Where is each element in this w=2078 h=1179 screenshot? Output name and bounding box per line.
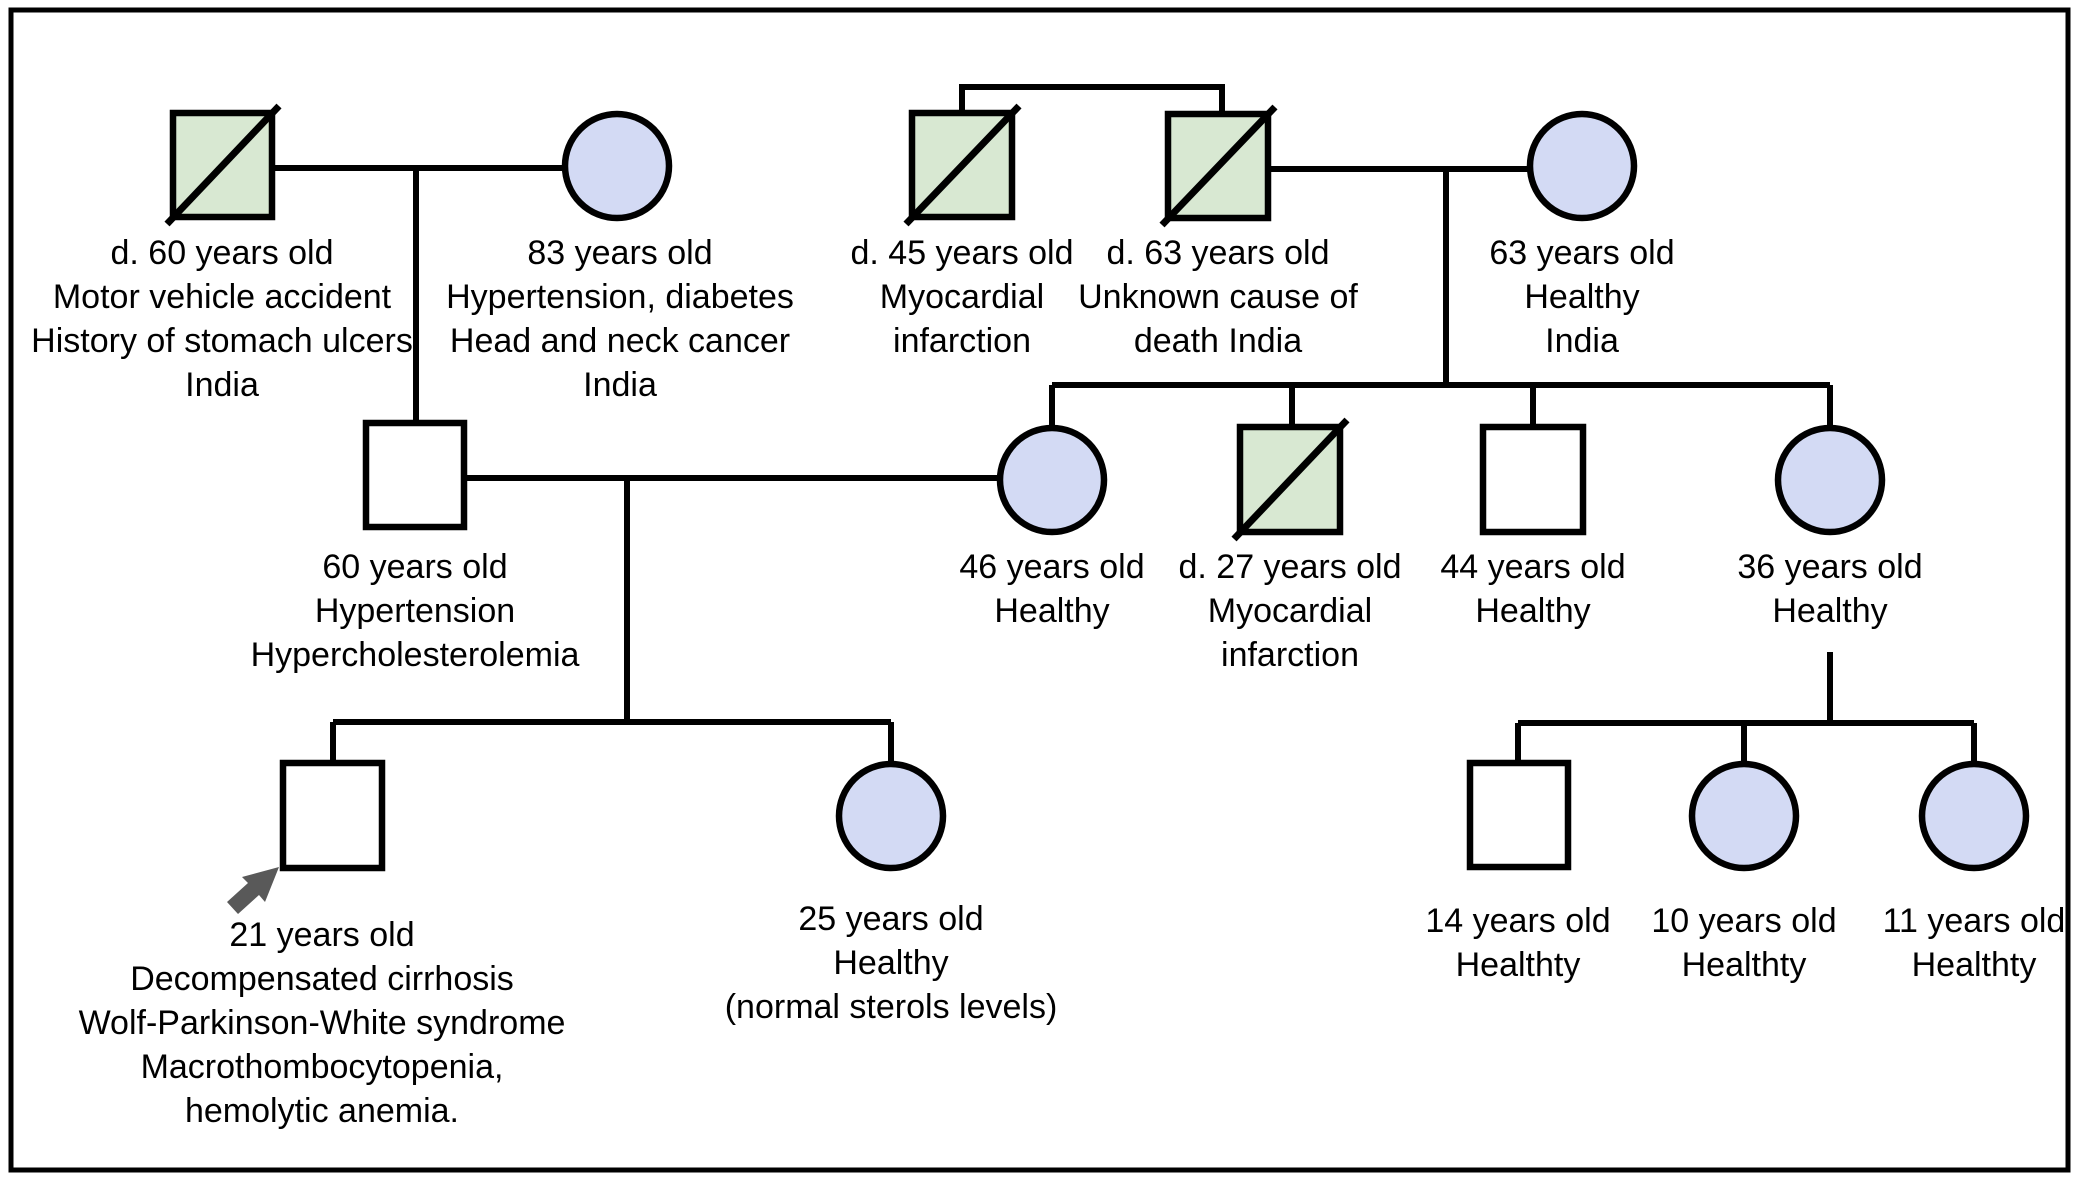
male-symbol-proband [279,759,386,872]
person-label: 25 years old [798,900,983,938]
person-label: 21 years old [229,916,414,954]
person-III1: 21 years old Decompensated cirrhosis Wol… [79,759,566,1130]
person-label: Head and neck cancer [450,322,790,360]
person-label: Unknown cause of [1078,278,1358,316]
person-label: Macrothombocytopenia, [141,1048,504,1086]
figure-border [8,7,2071,1173]
person-label: hemolytic anemia. [185,1092,459,1130]
female-symbol [561,110,673,222]
person-I2: 83 years old Hypertension, diabetes Head… [446,110,794,404]
person-label: infarction [1221,636,1359,674]
person-label: India [1545,322,1619,360]
female-symbol [1774,424,1886,536]
connectors [270,84,1977,768]
person-label: Myocardial [880,278,1044,316]
person-II3: d. 27 years old Myocardial infarction [1178,417,1402,674]
person-III3: 14 years old Healthty [1425,759,1611,984]
person-II2: 46 years old Healthy [959,424,1145,630]
person-label: India [185,366,259,404]
person-label: Decompensated cirrhosis [130,960,514,998]
person-I4: d. 63 years old Unknown cause of death I… [1078,104,1358,360]
female-symbol [1526,110,1638,222]
person-label: 63 years old [1489,234,1674,272]
person-II1: 60 years old Hypertension Hypercholester… [251,419,580,674]
female-symbol [1918,760,2030,872]
deceased-slash [1159,104,1278,228]
person-label: Healthy [833,944,948,982]
person-label: Hypercholesterolemia [251,636,580,674]
person-label: History of stomach ulcers [31,322,413,360]
male-symbol [1466,759,1572,871]
person-label: India [583,366,657,404]
person-label: d. 60 years old [110,234,333,272]
female-symbol [1688,760,1800,872]
person-label: d. 45 years old [850,234,1073,272]
male-symbol [1479,423,1587,536]
person-II5: 36 years old Healthy [1737,424,1923,630]
person-II4: 44 years old Healthy [1440,423,1626,630]
person-label: 11 years old [1883,902,2066,940]
deceased-slash [903,103,1022,227]
person-III4: 10 years old Healthty [1651,760,1837,984]
person-label: Healthy [1772,592,1887,630]
person-label: Hypertension, diabetes [446,278,794,316]
person-label: 44 years old [1440,548,1625,586]
person-label: Healthty [1456,946,1581,984]
person-label: (normal sterols levels) [725,988,1058,1026]
person-I1: d. 60 years old Motor vehicle accident H… [31,103,413,404]
person-label: Healthy [994,592,1109,630]
person-label: infarction [893,322,1031,360]
person-I3: d. 45 years old Myocardial infarction [850,103,1074,360]
female-symbol [996,424,1108,536]
person-label: Myocardial [1208,592,1372,630]
deceased-slash [1231,417,1350,542]
person-label: Wolf-Parkinson-White syndrome [79,1004,566,1042]
deceased-slash [164,103,282,227]
person-label: d. 27 years old [1178,548,1401,586]
person-label: Hypertension [315,592,515,630]
proband-arrow-icon [227,867,279,914]
person-label: 83 years old [527,234,712,272]
person-label: 10 years old [1651,902,1836,940]
sibship-bracket-I3-I4 [959,84,1225,117]
person-label: Healthty [1912,946,2037,984]
person-III2: 25 years old Healthy (normal sterols lev… [725,760,1058,1026]
person-label: Healthty [1682,946,1807,984]
male-symbol [362,419,468,531]
person-label: d. 63 years old [1106,234,1329,272]
person-I5: 63 years old Healthy India [1489,110,1675,360]
person-label: death India [1134,322,1302,360]
person-III5: 11 years old Healthty [1883,760,2066,984]
female-symbol [835,760,947,872]
person-label: Healthy [1524,278,1639,316]
person-label: Motor vehicle accident [53,278,392,316]
person-label: 14 years old [1425,902,1610,940]
person-label: 60 years old [322,548,507,586]
person-label: Healthy [1475,592,1590,630]
person-label: 46 years old [959,548,1144,586]
person-label: 36 years old [1737,548,1922,586]
